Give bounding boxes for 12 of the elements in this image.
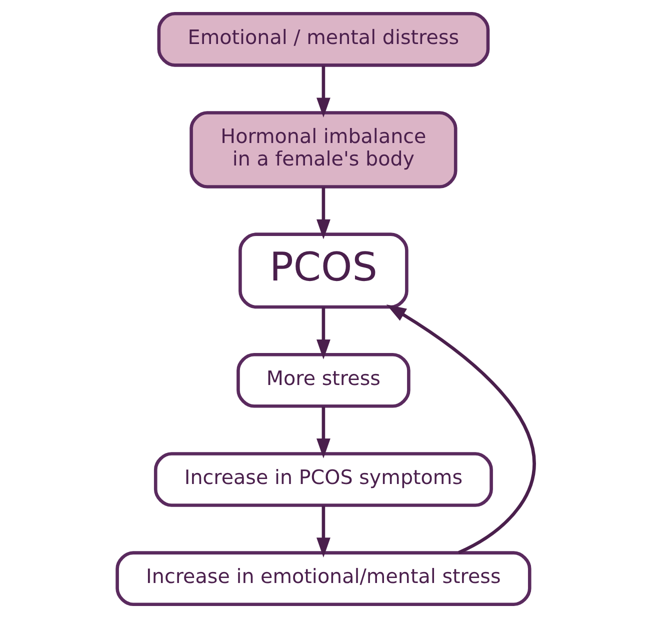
arrow: [316, 307, 330, 360]
arrow: [316, 187, 330, 240]
node-box: More stress: [236, 352, 410, 408]
node-box: Increase in PCOS symptoms: [153, 452, 492, 507]
node-box: Emotional / mental distress: [156, 12, 490, 67]
arrow: [386, 304, 536, 554]
node-box: PCOS: [238, 232, 408, 309]
arrow: [316, 506, 330, 558]
node-box: Hormonal imbalance in a female's body: [189, 111, 457, 188]
arrow: [316, 406, 330, 458]
node-box: Increase in emotional/mental stress: [115, 551, 531, 606]
arrow: [316, 66, 330, 118]
